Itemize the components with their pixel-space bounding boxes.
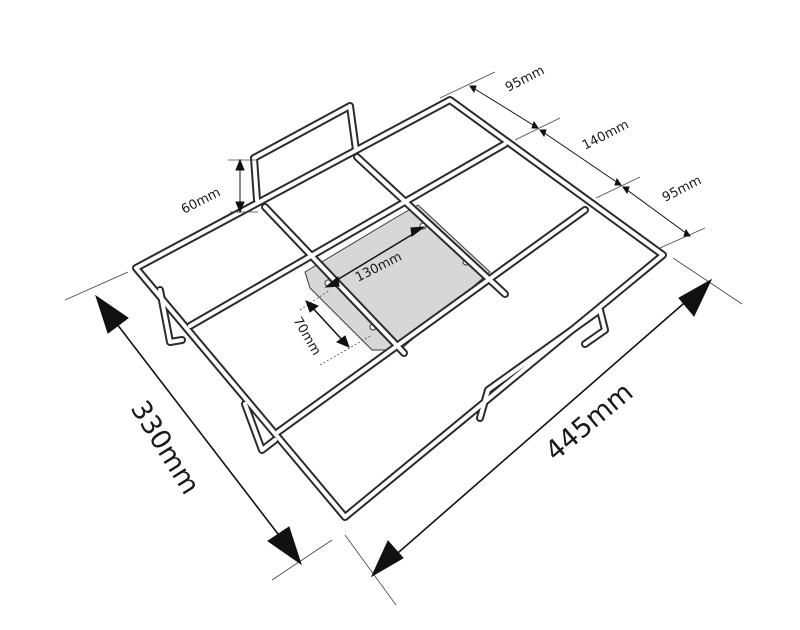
dimension-arrows [95, 85, 713, 578]
extension-lines [64, 71, 743, 606]
dim-label-middle-width: 140mm [580, 117, 631, 153]
dim-label-bottom-width: 95mm [660, 173, 704, 205]
dim-label-top-width: 95mm [503, 63, 547, 95]
dim-label-mount-offset: 70mm [290, 315, 324, 359]
dim-label-width: 330mm [124, 395, 205, 500]
dim-label-handle-height: 60mm [179, 185, 223, 217]
dim-label-length: 445mm [540, 377, 640, 468]
